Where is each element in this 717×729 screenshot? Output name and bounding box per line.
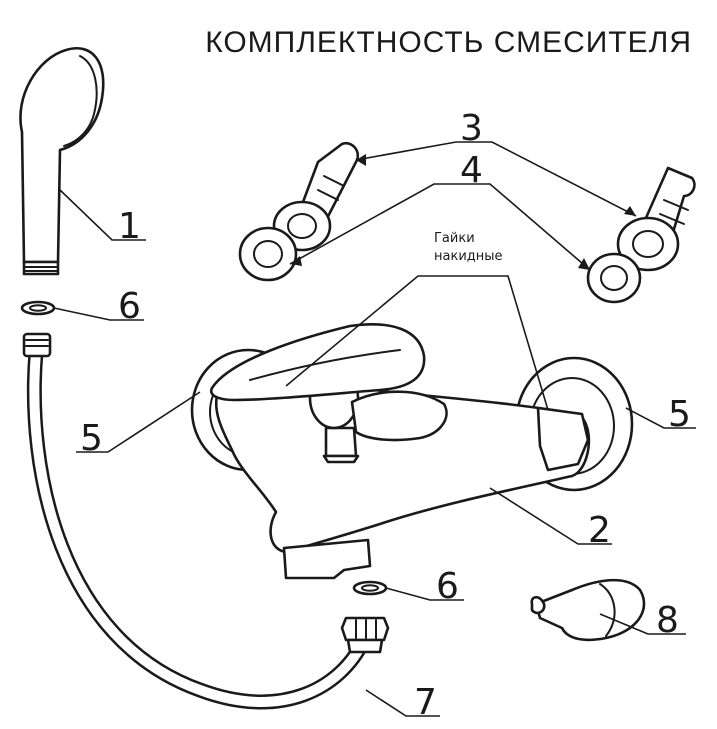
diagram-title: КОМПЛЕКТНОСТЬ СМЕСИТЕЛЯ — [205, 26, 692, 59]
callout-8: 8 — [656, 600, 679, 641]
union-right — [616, 166, 696, 272]
callout-3: 3 — [460, 108, 483, 149]
note-cap-nuts-line2: накидные — [434, 249, 503, 264]
callout-5-left: 5 — [80, 418, 103, 459]
note-cap-nuts-line1: Гайки — [434, 231, 475, 246]
callout-7: 7 — [414, 682, 437, 723]
leader-lines — [53, 141, 696, 717]
cap-nut-left — [238, 226, 298, 282]
gasket-bottom — [352, 580, 388, 596]
shower-hose — [22, 332, 390, 710]
callout-5-right: 5 — [668, 394, 691, 435]
cap-nut-right — [586, 252, 642, 304]
callout-6-bottom: 6 — [436, 566, 459, 607]
callout-4: 4 — [460, 150, 483, 191]
callout-1: 1 — [118, 206, 141, 247]
mixer-body — [209, 323, 591, 580]
shower-holder — [530, 578, 646, 642]
shower-head — [19, 47, 105, 276]
gasket-top — [20, 300, 56, 316]
callout-2: 2 — [588, 510, 611, 551]
callout-6-top: 6 — [118, 286, 141, 327]
